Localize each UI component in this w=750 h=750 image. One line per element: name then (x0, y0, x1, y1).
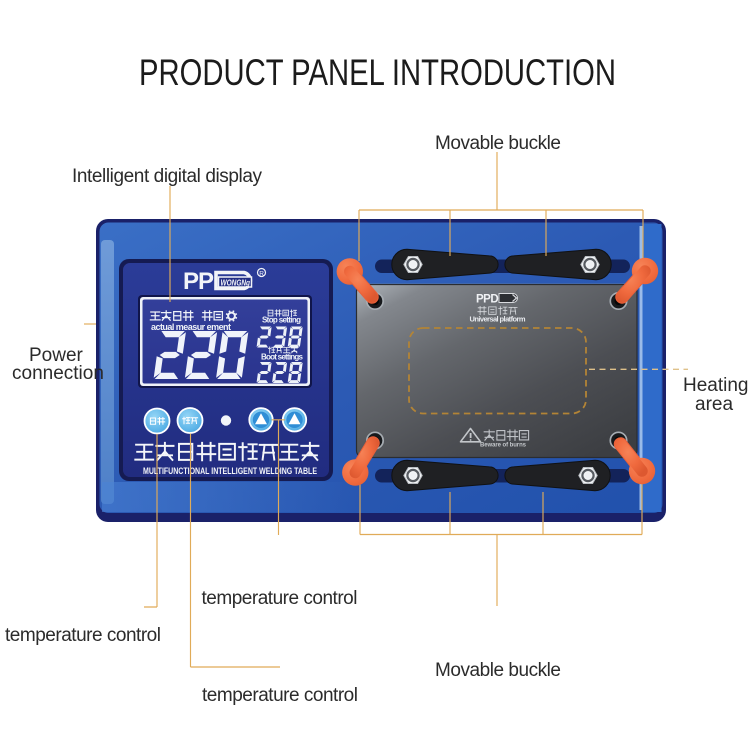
svg-text:WONGNg: WONGNg (221, 278, 251, 287)
svg-text:Heating: Heating (683, 375, 749, 396)
svg-text:temperature control: temperature control (202, 588, 358, 609)
svg-text:Beware of burns: Beware of burns (480, 443, 527, 449)
svg-text:MULTIFUNCTIONAL INTELLIGENT WE: MULTIFUNCTIONAL INTELLIGENT WELDING TABL… (143, 466, 317, 476)
svg-text:Movable buckle: Movable buckle (435, 133, 561, 154)
svg-text:Power: Power (29, 345, 84, 366)
svg-text:temperature control: temperature control (202, 685, 358, 706)
svg-text:Boot settings: Boot settings (261, 353, 304, 362)
svg-text:R: R (259, 271, 264, 278)
svg-text:area: area (695, 394, 733, 415)
svg-text:Universal platform: Universal platform (470, 315, 526, 324)
svg-text:actual measur ement: actual measur ement (151, 322, 231, 332)
svg-text:Intelligent digital display: Intelligent digital display (72, 166, 263, 187)
svg-text:PP: PP (183, 268, 214, 295)
svg-text:Stop setting: Stop setting (262, 316, 301, 325)
svg-text:temperature control: temperature control (5, 625, 161, 646)
svg-text:connection: connection (12, 363, 104, 384)
svg-text:PPD: PPD (476, 294, 498, 306)
svg-text:PRODUCT PANEL INTRODUCTION: PRODUCT PANEL INTRODUCTION (139, 52, 616, 93)
svg-text:Movable buckle: Movable buckle (435, 660, 561, 681)
